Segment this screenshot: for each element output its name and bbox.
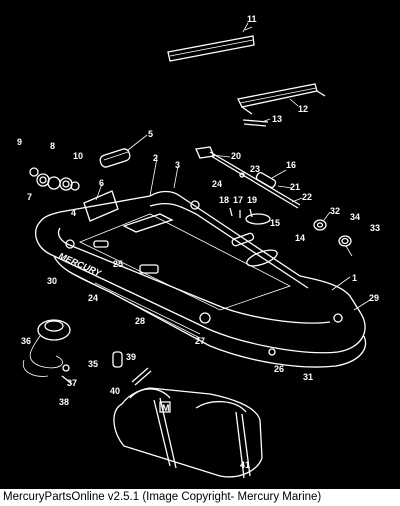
callout-24a: 24 — [212, 179, 222, 189]
callout-39: 39 — [126, 352, 136, 362]
carry-bag-41: M — [113, 387, 263, 479]
oarlock-15-19 — [229, 207, 271, 225]
callout-34: 34 — [350, 212, 360, 222]
callout-6: 6 — [99, 178, 104, 188]
callout-13: 13 — [272, 114, 282, 124]
copyright-caption: MercuryPartsOnline v2.5.1 (Image Copyrig… — [0, 489, 400, 506]
handle-5 — [99, 148, 131, 168]
valve-caps-32-34 — [313, 219, 352, 247]
adaptor-39-40 — [112, 351, 152, 386]
callout-15: 15 — [270, 218, 280, 228]
valve-assembly-7-10 — [29, 167, 80, 191]
callout-32: 32 — [330, 206, 340, 216]
callout-38: 38 — [59, 397, 69, 407]
callout-7: 7 — [27, 192, 32, 202]
callout-12: 12 — [298, 104, 308, 114]
callout-14: 14 — [295, 233, 305, 243]
floorboard-plank-11 — [167, 26, 255, 62]
callout-28: 28 — [135, 316, 145, 326]
callout-24b: 24 — [88, 293, 98, 303]
tube-valves — [65, 200, 200, 274]
callout-29: 29 — [369, 293, 379, 303]
callout-11: 11 — [247, 14, 257, 24]
leader-lines — [95, 22, 371, 311]
callout-17: 17 — [233, 195, 243, 205]
foot-pump-36-38 — [22, 319, 73, 385]
parts-diagram: MERCURY M — [17, 14, 380, 479]
callout-41: 41 — [240, 460, 250, 470]
mercury-logo: MERCURY — [57, 251, 103, 279]
callout-31: 31 — [303, 372, 313, 382]
callout-21: 21 — [290, 182, 300, 192]
callout-35: 35 — [88, 359, 98, 369]
callout-3: 3 — [175, 160, 180, 170]
patch-6 — [83, 190, 119, 222]
svg-text:M: M — [162, 403, 170, 413]
callout-37: 37 — [67, 378, 77, 388]
callout-22: 22 — [302, 192, 312, 202]
callout-18: 18 — [219, 195, 229, 205]
svg-text:MERCURY: MERCURY — [57, 251, 103, 279]
callout-16: 16 — [286, 160, 296, 170]
callout-2: 2 — [153, 153, 158, 163]
callout-labels: 1 2 3 4 5 6 7 8 9 10 11 12 13 14 15 16 1… — [17, 14, 380, 470]
callout-23: 23 — [250, 164, 260, 174]
callout-5: 5 — [148, 129, 153, 139]
callout-36: 36 — [21, 336, 31, 346]
callout-9: 9 — [17, 137, 22, 147]
callout-8: 8 — [50, 141, 55, 151]
oar-20-23 — [195, 146, 301, 209]
callout-19: 19 — [247, 195, 257, 205]
seat-12 — [237, 83, 326, 115]
callout-10: 10 — [73, 151, 83, 161]
callout-27: 27 — [195, 336, 205, 346]
callout-4: 4 — [71, 208, 76, 218]
callout-20: 20 — [231, 151, 241, 161]
callout-25: 25 — [113, 259, 123, 269]
callout-33: 33 — [370, 223, 380, 233]
callout-1: 1 — [352, 273, 357, 283]
callout-30: 30 — [47, 276, 57, 286]
callout-26: 26 — [274, 364, 284, 374]
callout-40: 40 — [110, 386, 120, 396]
